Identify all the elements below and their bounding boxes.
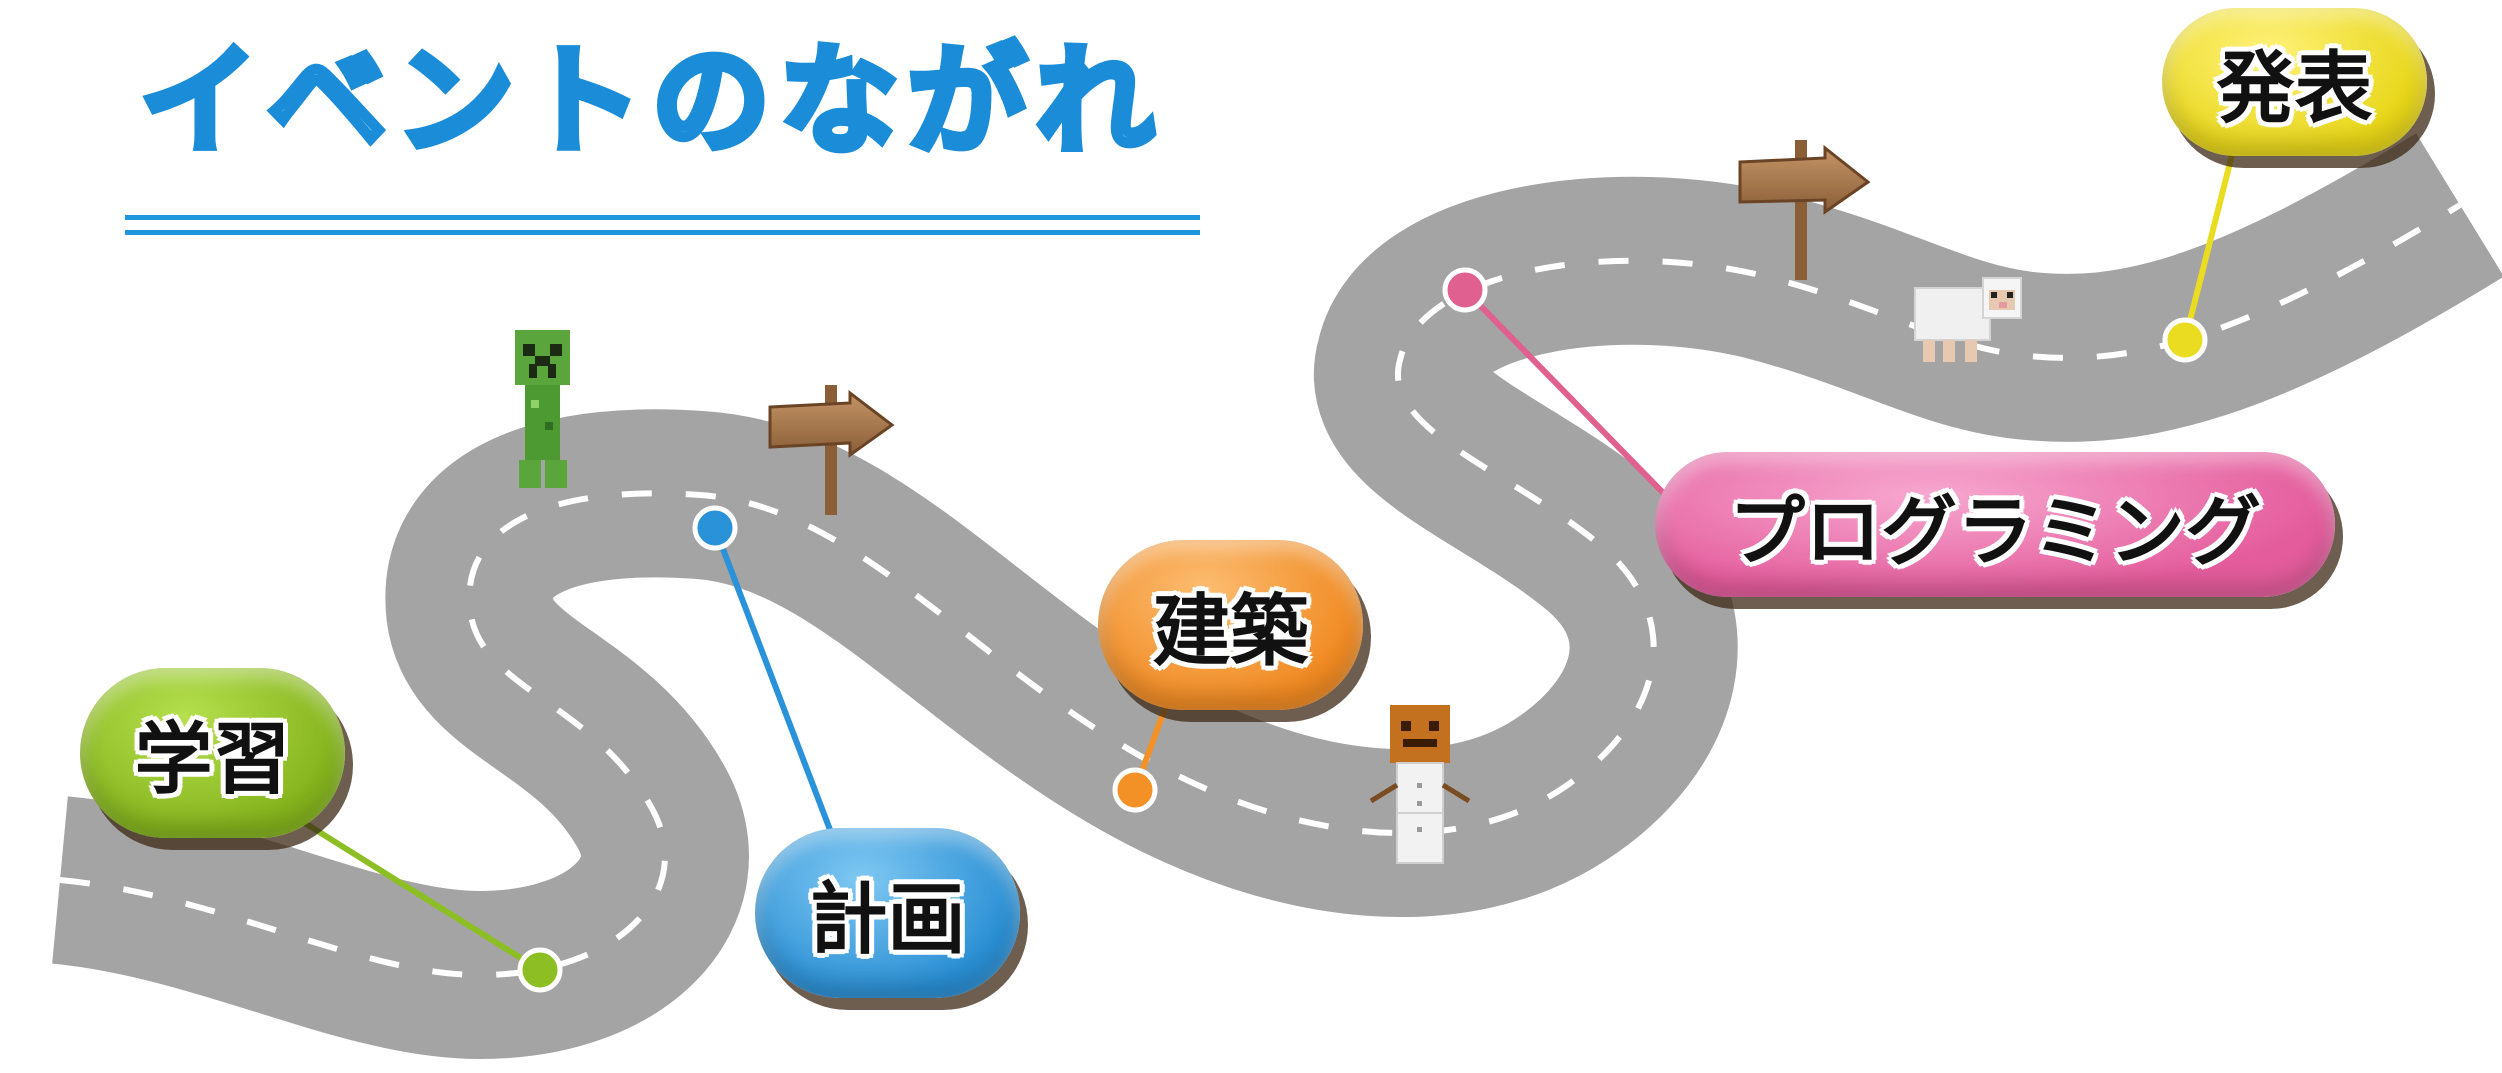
signpost-icon <box>1738 140 1871 280</box>
road-surface <box>51 133 2502 1059</box>
sheep-icon <box>1914 277 2022 362</box>
creeper-icon <box>515 330 570 488</box>
stage-presentation-label: 発表 <box>2216 44 2373 134</box>
stage-connectors <box>298 154 2235 993</box>
page-title: イベントのながれ <box>136 32 1165 170</box>
stage-build-label: 建築 <box>1152 587 1309 677</box>
marker-prog <box>1442 267 1488 313</box>
stage-build-badge: 建築 <box>1098 540 1363 710</box>
stage-plan-badge: 計画 <box>755 828 1020 998</box>
marker-build <box>1112 767 1158 813</box>
stage-learn-label: 学習 <box>134 715 291 805</box>
stage-programming-label: プログラミング <box>1729 486 2261 576</box>
winding-road <box>51 133 2502 1059</box>
stage-plan-label: 計画 <box>809 875 966 965</box>
stage-programming-badge: プログラミング <box>1655 452 2335 597</box>
signpost-icon <box>768 385 895 515</box>
marker-plan <box>692 505 738 551</box>
connector-learn <box>298 817 542 973</box>
title-underline <box>125 215 1200 235</box>
connector-prog <box>1462 287 1678 508</box>
snow-golem-icon <box>1369 705 1471 864</box>
marker-present <box>2162 317 2208 363</box>
connector-plan <box>712 526 835 837</box>
marker-learn <box>517 947 563 993</box>
stage-learn-badge: 学習 <box>80 668 345 838</box>
connector-present <box>2182 154 2235 341</box>
stage-presentation-badge: 発表 <box>2162 8 2427 156</box>
